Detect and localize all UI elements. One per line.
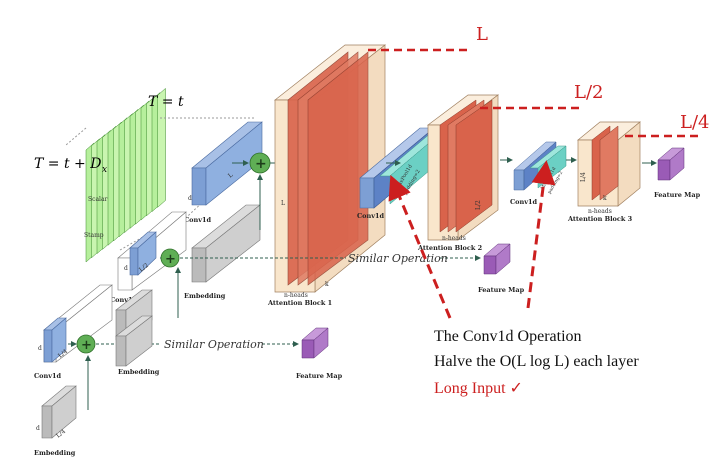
t-plus-dx-label: T = t + D [34, 156, 101, 172]
svg-text:+: + [81, 338, 92, 353]
middle-L2-label: L/2 [138, 262, 150, 274]
attention-block-3: L/4 k n-heads Attention Block 3 [567, 121, 641, 223]
scalar-label: Scalar [88, 196, 108, 203]
add-node-top: + [249, 152, 271, 174]
embedding-block-lower [115, 315, 153, 367]
stamp-label: Stamp [84, 232, 104, 239]
bottom-L4-label: L/4 [57, 348, 69, 360]
feature-map-bottom: Feature Map [296, 327, 343, 380]
embedding-label-middle: Embedding [118, 368, 160, 376]
conv1d-label-top: Conv1d [184, 216, 212, 224]
length-label-L2: L/2 [574, 82, 603, 103]
caption-line-1: The Conv1d Operation [434, 328, 582, 345]
conv1d-label-bottom: Conv1d [34, 372, 62, 380]
conv-pointer-arrows [388, 160, 556, 319]
conv-d-label: d [188, 195, 192, 202]
attn1-k-label: k [325, 281, 329, 288]
attention-block-2: L/2 n-heads Attention Block 2 [417, 94, 500, 252]
time-labels: T = t T = t + D x [34, 94, 184, 175]
similar-op-arrows-bottom [68, 341, 299, 410]
embedding-label-top: Embedding [184, 292, 226, 300]
bottom-d-label: d [38, 345, 42, 352]
middle-row: d L/2 Conv1d + [110, 211, 187, 304]
svg-text:+: + [255, 156, 267, 172]
input-embedding-stack: Scalar Stamp [84, 87, 166, 263]
feature-map-top: Feature Map [654, 147, 701, 199]
length-markers [368, 48, 700, 138]
caption-line-2: Halve the O(L log L) each layer [434, 353, 639, 370]
attention-block-2-label: Attention Block 2 [417, 244, 482, 252]
attn3-k-label: k [603, 195, 607, 202]
attention-block-3-label: Attention Block 3 [567, 215, 633, 223]
length-label-L4: L/4 [680, 112, 709, 133]
dx-subscript: x [102, 165, 107, 175]
middle-d-label: d [124, 265, 128, 272]
similar-operation-label-middle: Similar Operation [348, 252, 448, 265]
embedding-block-top: Embedding [184, 204, 261, 300]
attn1-nheads-label: n-heads [284, 292, 308, 299]
conv1d-block-3: Conv1d MaxPool1d padding=2 [510, 141, 567, 206]
feature-map-label-middle: Feature Map [478, 286, 525, 294]
conv-L-label: L [227, 172, 234, 180]
attention-block-1: L k n-heads Attention Block 1 [267, 44, 387, 307]
svg-text:+: + [165, 252, 176, 267]
attn3-nheads-label: n-heads [588, 208, 612, 215]
feature-map-label-top: Feature Map [654, 191, 701, 199]
conv1d-label-2: Conv1d [357, 212, 385, 220]
conv1d-label-middle: Conv1d [110, 296, 138, 304]
attn2-nheads-label: n-heads [442, 235, 466, 242]
stamp-slice [157, 87, 166, 208]
attention-block-1-label: Attention Block 1 [267, 299, 332, 307]
t-equals-t-label: T = t [148, 94, 184, 110]
conv1d-label-3: Conv1d [510, 198, 538, 206]
embedding-block-middle: Embedding [115, 289, 160, 376]
embedding-d-label: d [36, 425, 40, 432]
attn2-L2-label: L/2 [475, 200, 482, 210]
feature-map-label-bottom: Feature Map [296, 372, 343, 380]
caption-line-3: Long Input ✓ [434, 380, 523, 397]
attn3-L4-label: L/4 [580, 172, 587, 182]
similar-op-arrows-middle [175, 255, 481, 318]
similar-operation-label-bottom: Similar Operation [164, 338, 264, 351]
embedding-L4-label: L/4 [55, 428, 67, 440]
feature-map-middle: Feature Map [478, 243, 525, 294]
attn1-L-label: L [281, 200, 285, 207]
embedding-label-bottom: Embedding [34, 449, 76, 457]
embedding-block-bottom: d L/4 Embedding [34, 385, 77, 457]
length-label-L: L [476, 24, 488, 45]
bottom-row: d L/4 Conv1d + [34, 284, 113, 380]
